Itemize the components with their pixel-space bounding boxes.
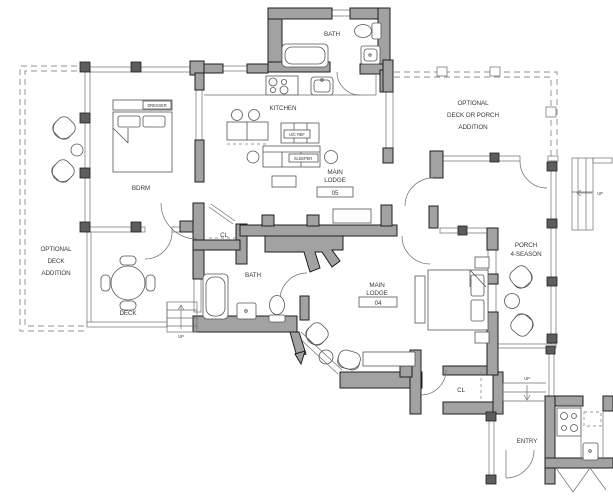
lodge04-label-2: LODGE <box>366 290 388 297</box>
deck-table-set <box>100 255 156 311</box>
lodge04-number-box <box>358 296 398 308</box>
up-label-deck: UP <box>178 334 184 339</box>
posts <box>79 61 558 485</box>
sofa <box>362 351 416 367</box>
future-post-marker <box>545 106 557 118</box>
optional-deck-label-2: DECK <box>47 258 65 265</box>
up-label-side: UP <box>597 191 603 196</box>
room-label-entry: ENTRY <box>517 438 539 445</box>
neighbor-stove <box>556 407 582 437</box>
sink-lower <box>236 302 257 320</box>
room-label-bath-lower: BATH <box>245 272 261 279</box>
optional-area-boundaries <box>19 65 558 332</box>
porch-chairs <box>504 265 534 337</box>
porch-label-1: PORCH <box>515 242 538 249</box>
lodge05-label-2: LODGE <box>324 177 346 184</box>
dresser-label: DRESSER <box>147 103 166 108</box>
hearth-bench <box>332 208 372 224</box>
stairs <box>166 157 607 493</box>
stool <box>324 150 338 164</box>
bed-lodge04 <box>427 269 489 331</box>
sleeper-sofa <box>262 145 321 168</box>
sleeper-label: SLEEPER <box>294 156 312 161</box>
future-post-marker <box>489 66 501 77</box>
up-label-entry: UP <box>524 376 530 381</box>
walls <box>179 7 613 485</box>
room-label-kitchen: KITCHEN <box>270 105 297 112</box>
room-label-bath-upper: BATH <box>324 31 340 38</box>
lodge04-label-1: MAIN <box>369 282 385 289</box>
future-post-marker <box>436 66 448 77</box>
room-label-bdrm: BDRM <box>132 185 150 192</box>
nightstand <box>474 256 490 269</box>
optional-deck-porch-label-3: ADDITION <box>458 124 488 131</box>
lounge-chairs-left <box>51 116 84 183</box>
dresser <box>112 99 173 111</box>
sink-upper <box>360 45 381 65</box>
nightstand <box>474 331 490 344</box>
labels: BATH KITCHEN BDRM DRESSER U/C REF SLEEPE… <box>40 31 603 445</box>
lodge05-number-box <box>316 186 354 198</box>
chair <box>337 349 361 371</box>
toilet-upper <box>354 22 382 40</box>
porch-label-2: 4-SEASON <box>510 251 542 258</box>
neighbor-sink <box>582 442 599 461</box>
uc-ref-label: U/C REF <box>289 132 305 137</box>
chair <box>305 322 329 346</box>
bed-bdrm <box>112 111 173 173</box>
cabinet-dashed <box>583 411 602 427</box>
fixtures <box>51 22 604 461</box>
optional-deck-label-3: ADDITION <box>41 270 71 277</box>
bench <box>414 275 426 324</box>
optional-deck-porch-label-2: DECK OR PORCH <box>447 112 499 119</box>
uc-ref-counter <box>280 122 320 144</box>
lodge05-label-1: MAIN <box>327 169 343 176</box>
stove <box>265 75 299 96</box>
closet-upper-label: CL <box>220 232 228 239</box>
room-label-deck: DECK <box>119 310 137 317</box>
toilet-lower <box>268 295 286 323</box>
bathtub-upper <box>281 43 329 68</box>
lodge04-number: 04 <box>375 300 382 307</box>
bathtub-lower <box>202 273 229 320</box>
optional-deck-porch-label-1: OPTIONAL <box>457 100 489 107</box>
closet-lower-label: CL <box>457 387 465 394</box>
side-table <box>318 349 334 365</box>
stool <box>246 150 260 164</box>
kitchen-island <box>226 109 269 145</box>
optional-deck-label-1: OPTIONAL <box>40 246 72 253</box>
lodge05-number: 05 <box>332 190 339 197</box>
kitchen-sink <box>310 76 334 96</box>
table <box>271 175 297 188</box>
